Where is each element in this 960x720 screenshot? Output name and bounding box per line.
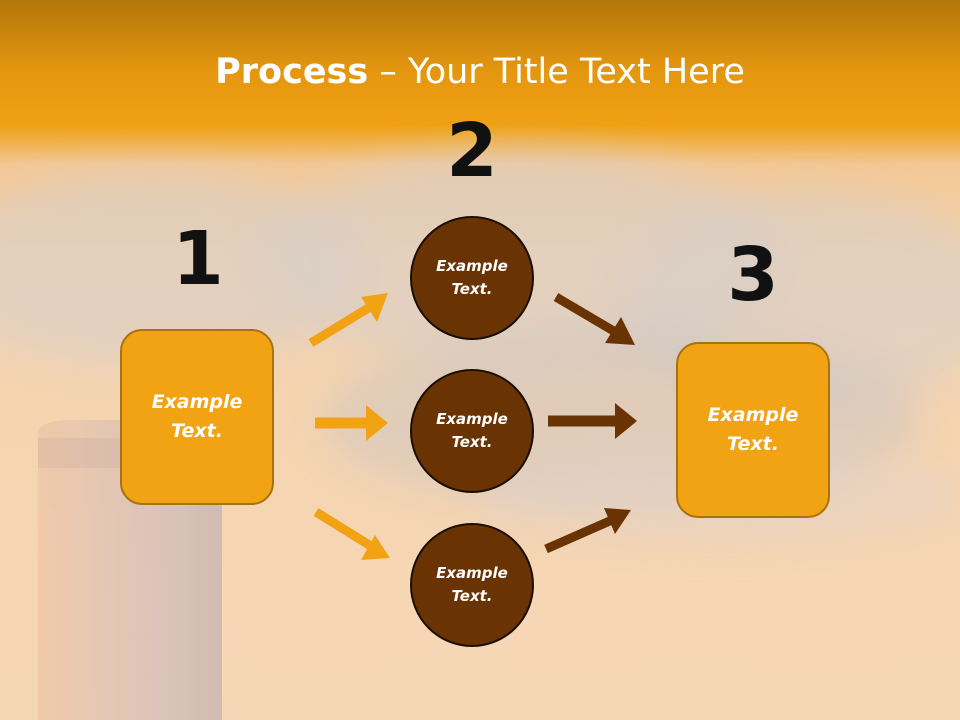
step-number-2: 2 <box>446 108 498 194</box>
process-circle-top[interactable]: Example Text. <box>410 216 534 340</box>
arrow-up-right-icon <box>544 508 631 554</box>
box-left-line2: Text. <box>171 420 223 442</box>
circle-top-line2: Text. <box>451 280 493 298</box>
circle-top-line1: Example <box>436 257 508 275</box>
process-box-right[interactable]: Example Text. <box>676 342 830 518</box>
step-number-1: 1 <box>172 216 224 302</box>
step-number-3: 3 <box>727 232 779 318</box>
arrow-right-icon <box>548 403 637 439</box>
arrow-down-right-icon <box>313 508 390 560</box>
process-circle-middle[interactable]: Example Text. <box>410 369 534 493</box>
box-left-line1: Example <box>151 391 243 413</box>
circle-bottom-line1: Example <box>436 564 508 582</box>
title-bold: Process <box>215 52 369 92</box>
slide-title: Process – Your Title Text Here <box>0 52 960 92</box>
box-right-line1: Example <box>707 404 799 426</box>
circle-middle-line2: Text. <box>451 433 493 451</box>
title-rest: – Your Title Text Here <box>368 52 745 92</box>
process-box-left[interactable]: Example Text. <box>120 329 274 505</box>
box-right-line2: Text. <box>727 433 779 455</box>
process-circle-bottom[interactable]: Example Text. <box>410 523 534 647</box>
circle-bottom-line2: Text. <box>451 587 493 605</box>
arrow-up-right-icon <box>308 293 388 347</box>
circle-middle-line1: Example <box>436 410 508 428</box>
arrow-down-right-icon <box>553 293 635 345</box>
arrow-right-icon <box>315 405 388 441</box>
